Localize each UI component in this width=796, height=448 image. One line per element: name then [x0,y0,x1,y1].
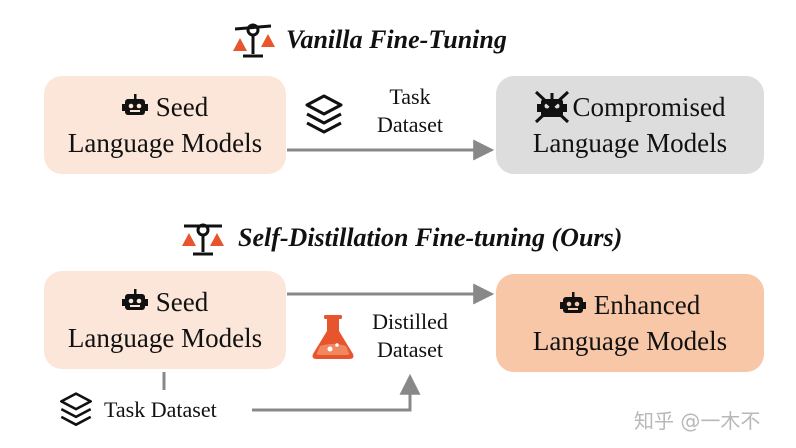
compromised-box: Compromised Language Models [496,76,764,174]
layers-icon [305,94,343,134]
flask-icon [312,315,354,359]
compromised-line1: Compromised [572,92,726,122]
vanilla-title: Vanilla Fine-Tuning [286,25,507,54]
vanilla-task-label: Task Dataset [362,83,458,139]
distilled-label: Distilled Dataset [360,308,460,364]
vanilla-seed-box: Seed Language Models [44,76,286,174]
balance-scale-icon [233,23,275,58]
task-dataset-row: Task Dataset [58,391,217,429]
compromised-line2: Language Models [532,128,728,158]
enhanced-line1: Enhanced [593,290,701,320]
vanilla-seed-line1: Seed [155,92,209,122]
layers-icon [60,392,92,426]
sdft-seed-box: Seed Language Models [44,271,286,369]
sdft-seed-line1: Seed [155,287,209,317]
sdft-title: Self-Distillation Fine-tuning (Ours) [238,223,623,252]
robot-icon [121,94,148,115]
distilled-line2: Dataset [377,337,443,362]
enhanced-line2: Language Models [532,326,728,356]
enhanced-box: Enhanced Language Models [496,274,764,372]
vanilla-seed-line2: Language Models [67,128,263,158]
vanilla-task-line2: Dataset [377,112,443,137]
sdft-title-row: Self-Distillation Fine-tuning (Ours) [180,218,622,258]
watermark: 知乎 @一木不 [634,409,761,433]
vanilla-task-line1: Task [389,84,431,109]
task-dataset-label: Task Dataset [104,397,217,422]
robot-icon [559,292,586,313]
robot-icon [121,289,148,310]
distilled-line1: Distilled [372,309,448,334]
sdft-seed-line2: Language Models [67,323,263,353]
task-to-distilled-arrow [252,373,421,412]
vanilla-title-row: Vanilla Fine-Tuning [230,20,507,60]
broken-robot-icon [534,90,569,124]
balance-scale-icon [182,223,224,256]
